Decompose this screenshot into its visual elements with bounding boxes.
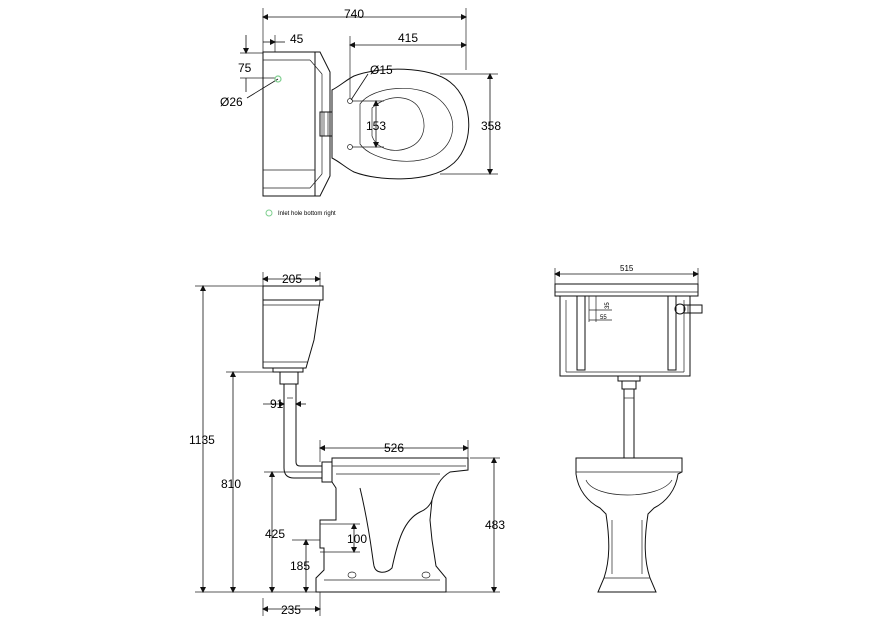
dim-plan-width: 740: [262, 7, 467, 70]
dim-plan-pan-length: 415: [349, 31, 467, 98]
flush-pipe-front: [623, 389, 635, 458]
dim-plan-inlet-offset: 75: [238, 35, 275, 92]
dim-plan-inlet-diameter: Ø26: [220, 78, 279, 109]
dim-side-total-height: 1135: [189, 285, 316, 593]
dim-side-pan-projection: 526: [319, 440, 469, 462]
flush-lever: [674, 303, 703, 315]
dim-label-235: 235: [281, 603, 301, 617]
dim-label-425: 425: [265, 527, 285, 541]
dim-label-100: 100: [347, 532, 367, 546]
dim-label-205: 205: [282, 272, 302, 286]
dim-side-wall-outlet: 235: [262, 592, 321, 617]
front-view: 515 35 55: [554, 264, 703, 593]
dim-label-515: 515: [620, 264, 634, 273]
dim-label-d15: Ø15: [370, 63, 393, 77]
flush-pipe-side: [283, 384, 322, 479]
dim-side-floor-outlet: 185: [290, 539, 320, 593]
dim-side-outlet-height: 425: [264, 471, 322, 593]
dim-front-lever: 35 55: [588, 296, 612, 322]
dim-label-483: 483: [485, 518, 505, 532]
legend-text: Inlet hole bottom right: [278, 211, 336, 217]
dim-label-358: 358: [481, 119, 501, 133]
dim-label-1135: 1135: [189, 433, 215, 447]
side-view: 205 91: [189, 272, 505, 617]
dim-label-526: 526: [384, 441, 404, 455]
dim-label-55: 55: [600, 315, 607, 321]
dim-label-35: 35: [605, 302, 611, 309]
pan-side: [315, 457, 469, 593]
dim-plan-fixing-hole: Ø15: [350, 63, 393, 101]
dim-label-45: 45: [290, 32, 304, 46]
inlet-legend: Inlet hole bottom right: [265, 209, 336, 217]
cistern-front: [554, 283, 699, 390]
inlet-hole-marker: [274, 75, 282, 83]
dim-side-cistern-width: 205: [262, 272, 321, 286]
dim-label-153: 153: [366, 119, 386, 133]
dim-plan-seat-holes: 153: [352, 100, 386, 148]
dim-side-flush-pipe: 91: [263, 397, 306, 411]
dim-front-cistern-width: 515: [554, 264, 699, 284]
plan-view: 740 45 75 Ø26: [220, 7, 501, 217]
dim-plan-pan-width: 358: [440, 73, 501, 175]
cistern-plan: [262, 51, 331, 197]
dim-side-rim-height: 483: [446, 457, 505, 593]
dim-side-outlet-dia: 100: [320, 523, 367, 553]
cistern-side: [262, 285, 324, 385]
dim-plan-cistern-depth: 45: [263, 32, 304, 52]
pan-front: [575, 457, 683, 593]
dim-label-d26: Ø26: [220, 95, 243, 109]
dim-label-91: 91: [270, 397, 284, 411]
dim-label-75: 75: [238, 61, 252, 75]
dim-label-415: 415: [398, 31, 418, 45]
dim-side-cistern-base: 810: [221, 371, 273, 593]
dim-label-185: 185: [290, 559, 310, 573]
dim-label-810: 810: [221, 477, 241, 491]
legend-marker: [265, 209, 273, 217]
pan-plan: [331, 68, 470, 180]
dim-label-740: 740: [344, 7, 364, 21]
